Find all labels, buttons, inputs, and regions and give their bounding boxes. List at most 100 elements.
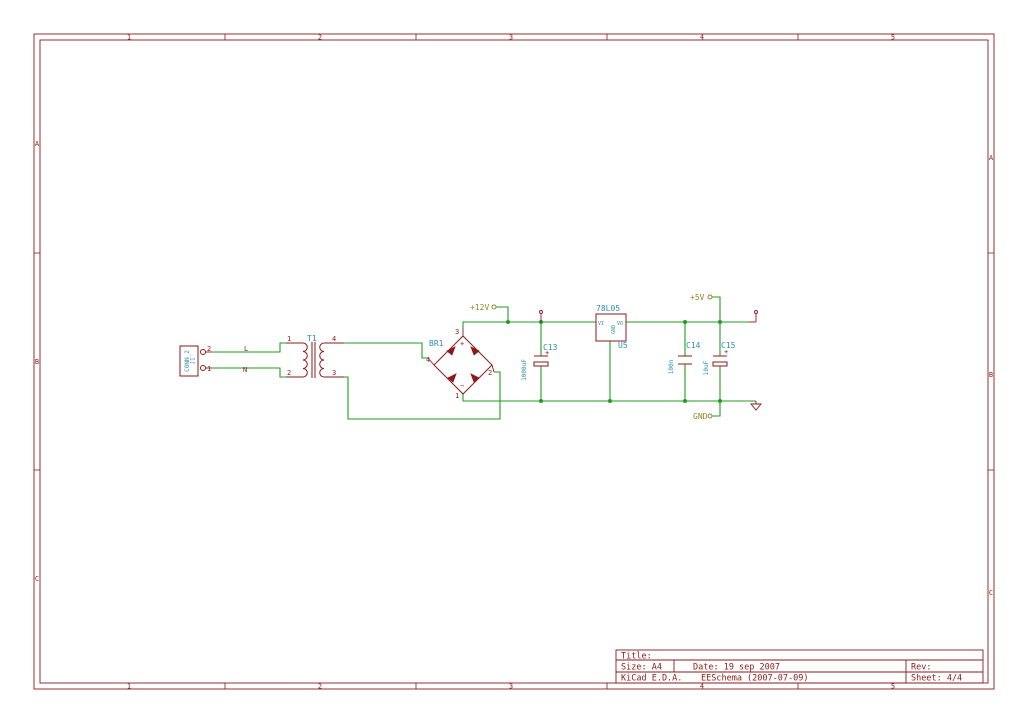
junction-dot <box>683 320 687 324</box>
c14-value: 100n <box>668 359 675 374</box>
zone-col-label: 5 <box>891 34 895 42</box>
power-gnd-label: GND <box>693 412 708 421</box>
wire <box>712 296 721 322</box>
polarity-plus: + <box>545 349 549 357</box>
net-label-live: L <box>244 345 248 353</box>
junction-dot <box>539 399 543 403</box>
net-label-neutral: N <box>243 366 247 374</box>
zone-col-label: 3 <box>509 34 513 42</box>
vcc-symbol-icon <box>539 310 543 322</box>
junction-dot <box>718 320 722 324</box>
diode-icon <box>447 373 457 383</box>
junction-dot <box>506 320 510 324</box>
size-label: Size: A4 <box>621 663 662 673</box>
power-flag-icon <box>491 304 497 310</box>
bridge-rectifier-br1[interactable]: BR1 3 4 2 1 + − <box>426 328 495 400</box>
zone-col-label: 5 <box>891 683 895 691</box>
wire-12v-rail <box>462 321 596 328</box>
pin-number: 4 <box>426 356 430 364</box>
zone-row-label: B <box>35 358 39 366</box>
junctions <box>506 320 722 403</box>
ground-symbol-icon <box>750 401 762 411</box>
rev-label: Rev: <box>911 663 931 673</box>
regulator-u5[interactable]: 78L05 U5 VI VO GND <box>595 304 628 350</box>
zone-row-label: A <box>989 154 994 162</box>
power-5v-label: +5V <box>690 293 705 302</box>
pin-name: VI <box>598 321 604 327</box>
cap-plate <box>712 361 728 367</box>
c15-value: 10uF <box>703 360 710 375</box>
wires <box>212 296 756 420</box>
inner-border <box>39 39 989 684</box>
capacitor-c15[interactable]: + C15 10uF <box>703 341 736 375</box>
junction-dot <box>608 399 612 403</box>
secondary-winding <box>319 342 325 378</box>
pin-name: GND <box>611 325 617 334</box>
wire-neutral <box>212 367 286 378</box>
capacitor-c13[interactable]: + C13 1000uF <box>521 343 558 381</box>
junction-dot <box>683 399 687 403</box>
pin-number: 2 <box>287 369 291 377</box>
title-label: Title: <box>621 652 652 662</box>
vcc-symbol-icon <box>748 310 758 323</box>
wire-gnd-rail <box>462 393 756 402</box>
diode-icon <box>470 373 480 383</box>
c13-ref: C13 <box>543 343 558 352</box>
pin-number: 1 <box>455 392 459 400</box>
diode-icon <box>446 346 456 356</box>
zone-col-label: 3 <box>509 683 513 691</box>
power-5v[interactable]: +5V <box>690 293 713 302</box>
title-block: Title: Size: A4 Date: 19 sep 2007 Rev: K… <box>615 649 984 684</box>
zone-col-label: 4 <box>700 683 704 691</box>
power-flag-icon <box>707 413 713 419</box>
transformer-t1[interactable]: T1 1 2 4 3 <box>286 334 344 378</box>
pin-name: VO <box>617 321 623 327</box>
date-label: Date: 19 sep 2007 <box>693 663 780 673</box>
junction-dot <box>718 399 722 403</box>
pin-number: 4 <box>332 335 336 343</box>
outer-border <box>33 33 995 690</box>
tool-label: KiCad E.D.A. <box>621 674 682 684</box>
primary-winding <box>302 342 308 378</box>
polarity-plus: + <box>460 340 464 348</box>
version-label: EESchema (2007-07-09) <box>701 674 808 684</box>
connector-pin-circle <box>200 349 206 355</box>
zone-col-label: 2 <box>318 683 322 691</box>
polarity-minus: − <box>460 382 464 390</box>
wire <box>344 342 428 359</box>
power-12v[interactable]: +12V <box>470 303 497 312</box>
power-12v-label: +12V <box>470 303 489 312</box>
pin-number: 1 <box>207 365 211 373</box>
capacitor-c14[interactable]: C14 100n <box>668 341 701 374</box>
wire-live <box>212 342 286 353</box>
sheet-label: Sheet: 4/4 <box>911 674 962 684</box>
zone-row-label: A <box>35 140 40 148</box>
pin-number: 3 <box>455 328 459 336</box>
zone-row-label: C <box>35 575 39 583</box>
diode-icon <box>470 346 480 356</box>
zone-row-label: B <box>989 371 993 379</box>
regulator-value: 78L05 <box>596 304 620 313</box>
connector-ref: J1 <box>190 357 197 365</box>
bridge-ref: BR1 <box>429 339 444 348</box>
c14-ref: C14 <box>686 341 701 350</box>
pin-number: 1 <box>287 335 291 343</box>
zone-row-label: C <box>989 589 993 597</box>
transformer-ref: T1 <box>307 334 317 343</box>
zone-col-label: 1 <box>127 34 131 42</box>
zone-col-label: 1 <box>127 683 131 691</box>
zone-col-label: 2 <box>318 34 322 42</box>
zone-col-label: 4 <box>700 34 704 42</box>
pin-number: 2 <box>488 369 492 377</box>
cap-plate <box>533 361 549 367</box>
pin-number: 3 <box>332 369 336 377</box>
wire <box>344 371 501 420</box>
polarity-plus: + <box>724 348 728 356</box>
title-block-box <box>615 649 984 684</box>
wire <box>496 306 509 322</box>
connector-j1[interactable]: CONN_2 J1 2 1 <box>179 345 212 377</box>
power-gnd[interactable]: GND <box>693 412 713 421</box>
power-flag-icon <box>707 294 713 300</box>
c15-ref: C15 <box>721 341 736 350</box>
